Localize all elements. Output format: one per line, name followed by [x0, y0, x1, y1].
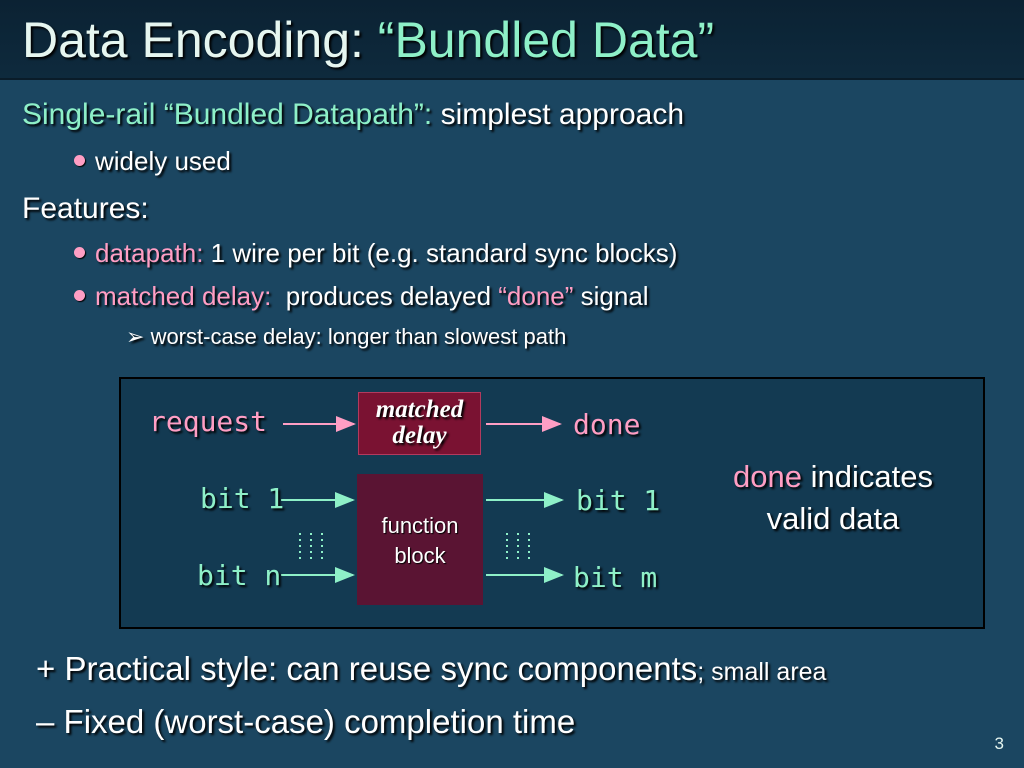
bit1-in-label: bit 1 [200, 482, 285, 515]
intro-text: simplest approach [432, 98, 685, 131]
feature-matched-text-after: signal [573, 281, 649, 311]
function-line1: function [381, 513, 459, 538]
intro-label: Single-rail “Bundled Datapath”: [22, 98, 433, 131]
title-prefix: Data Encoding: [22, 12, 378, 68]
note-line2: valid data [766, 501, 900, 536]
bullet-dot-icon [74, 154, 85, 166]
cons-line: – Fixed (worst-case) completion time [36, 703, 575, 741]
intro-bullet: widely used [74, 146, 231, 177]
note-accent: done [733, 459, 802, 494]
minus-icon: – [36, 703, 55, 740]
features-heading: Features: [22, 192, 149, 225]
sub-bullet: ➢ worst-case delay: longer than slowest … [126, 324, 566, 350]
bullet-dot-icon [74, 289, 85, 301]
function-line2: block [394, 543, 446, 568]
sub-bullet-text: worst-case delay: longer than slowest pa… [150, 324, 567, 349]
feature-matched-text-before: produces delayed [271, 281, 499, 311]
note-rest: indicates [802, 459, 933, 494]
title-bar: Data Encoding: “Bundled Data” [0, 0, 1024, 80]
function-block: function block [357, 474, 483, 605]
intro-line: Single-rail “Bundled Datapath”: simplest… [22, 98, 684, 132]
pros-small: ; small area [697, 658, 827, 686]
title-accent: “Bundled Data” [377, 12, 715, 68]
slide-title: Data Encoding: “Bundled Data” [22, 10, 714, 70]
ellipsis-right-icon [506, 533, 530, 560]
matched-line1: matched [375, 396, 464, 423]
pros-text: Practical style: can reuse sync componen… [64, 650, 698, 687]
done-note: done indicates valid data [708, 456, 958, 540]
feature-datapath-label: datapath: [95, 238, 204, 268]
bitn-in-label: bit n [197, 559, 282, 592]
bitm-out-label: bit m [573, 561, 658, 594]
matched-line2: delay [392, 422, 447, 449]
feature-datapath-text: 1 wire per bit (e.g. standard sync block… [203, 238, 678, 268]
cons-text: Fixed (worst-case) completion time [63, 703, 576, 740]
feature-matched-quoted: “done” [498, 281, 574, 311]
arrow-bullet-icon: ➢ [126, 324, 145, 349]
done-label: done [573, 408, 641, 441]
feature-matched-label: matched delay: [95, 281, 272, 311]
feature-datapath: datapath: 1 wire per bit (e.g. standard … [74, 238, 677, 269]
request-label: request [149, 405, 268, 438]
bullet-dot-icon [74, 246, 85, 258]
plus-icon: + [36, 650, 56, 687]
bit1-out-label: bit 1 [576, 484, 661, 517]
ellipsis-left-icon [299, 533, 323, 560]
page-number: 3 [994, 734, 1004, 753]
intro-bullet-text: widely used [95, 146, 231, 176]
feature-matched-delay: matched delay: produces delayed “done” s… [74, 281, 649, 312]
pros-line: + Practical style: can reuse sync compon… [36, 650, 826, 688]
